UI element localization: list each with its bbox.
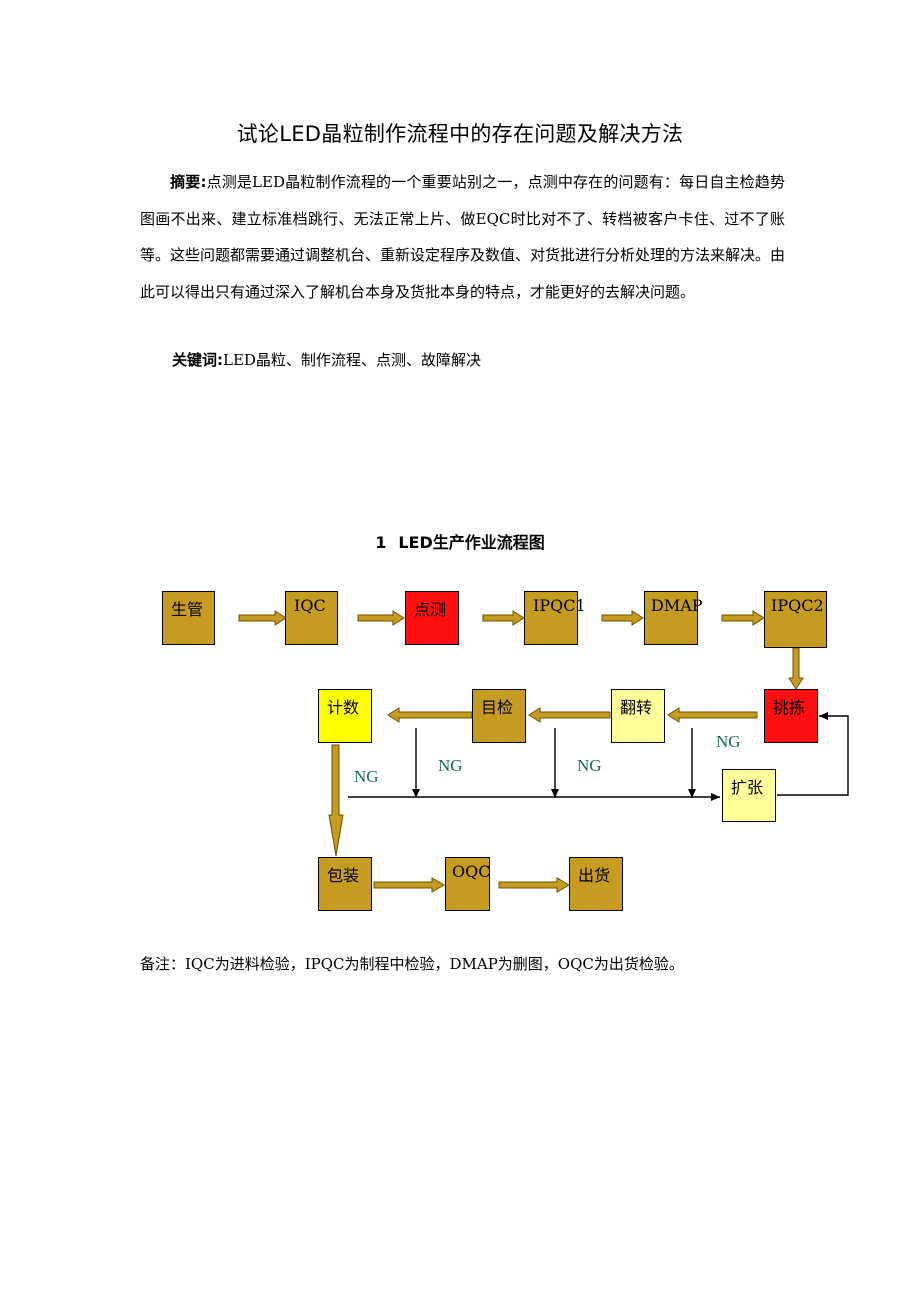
- arrow-shengguan-iqc: [238, 610, 287, 626]
- node-baozhuang: 包装: [318, 857, 372, 911]
- node-kuozhang: 扩张: [722, 769, 776, 822]
- abstract-label: 摘要:: [170, 173, 207, 191]
- figure-title: 1 LED生产作业流程图: [0, 529, 920, 553]
- node-ipqc2: IPQC2: [764, 591, 827, 648]
- figure-number: 1: [375, 533, 387, 552]
- page-title: 试论LED晶粒制作流程中的存在问题及解决方法: [236, 122, 684, 146]
- node-tiaojian: 挑拣: [764, 689, 818, 743]
- arrow-mujian-jishu: [387, 707, 473, 723]
- ng-label-mujian: NG: [438, 756, 463, 775]
- arrow-fanzhuan-mujian: [528, 707, 611, 723]
- figure-caption: LED生产作业流程图: [398, 533, 545, 552]
- arrow-oqc-chuhuo: [498, 877, 570, 893]
- node-oqc: OQC: [445, 857, 490, 911]
- node-fanzhuan: 翻转: [611, 689, 665, 743]
- loop-kuozhang-tiaojian: [777, 712, 849, 796]
- keywords-label: 关键词:: [172, 351, 223, 369]
- arrow-dmap-ipqc2: [721, 610, 765, 626]
- ng-label-jishu: NG: [354, 767, 379, 786]
- arrow-ipqc1-dmap: [601, 610, 644, 626]
- arrow-tiaojian-fanzhuan: [667, 707, 758, 723]
- arrow-jishu-baozhuang: [328, 744, 344, 857]
- node-dianche: 点测: [405, 591, 459, 645]
- arrow-dianche-ipqc1: [482, 610, 525, 626]
- ng-label-mid: NG: [577, 756, 602, 775]
- ng-label-fanzhuan: NG: [716, 732, 741, 751]
- node-shengguan: 生管: [162, 591, 215, 645]
- node-dmap: DMAP: [644, 591, 703, 645]
- abstract-paragraph: 摘要:点测是LED晶粒制作流程的一个重要站别之一，点测中存在的问题有：每日自主检…: [140, 164, 785, 310]
- arrow-baozhuang-oqc: [373, 877, 445, 893]
- node-jishu: 计数: [318, 689, 372, 743]
- keywords-text: LED晶粒、制作流程、点测、故障解决: [223, 351, 481, 369]
- node-chuhuo: 出货: [569, 857, 623, 911]
- figure-note: 备注：IQC为进料检验，IPQC为制程中检验，DMAP为删图，OQC为出货检验。: [140, 955, 684, 973]
- arrow-ipqc2-tiaojian: [788, 647, 804, 690]
- arrow-iqc-dianche: [357, 610, 405, 626]
- keywords-line: 关键词:LED晶粒、制作流程、点测、故障解决: [172, 349, 481, 370]
- node-ipqc1: IPQC1: [524, 591, 586, 645]
- node-mujian: 目检: [472, 689, 526, 743]
- node-iqc: IQC: [285, 591, 338, 645]
- abstract-text: 点测是LED晶粒制作流程的一个重要站别之一，点测中存在的问题有：每日自主检趋势图…: [140, 173, 786, 301]
